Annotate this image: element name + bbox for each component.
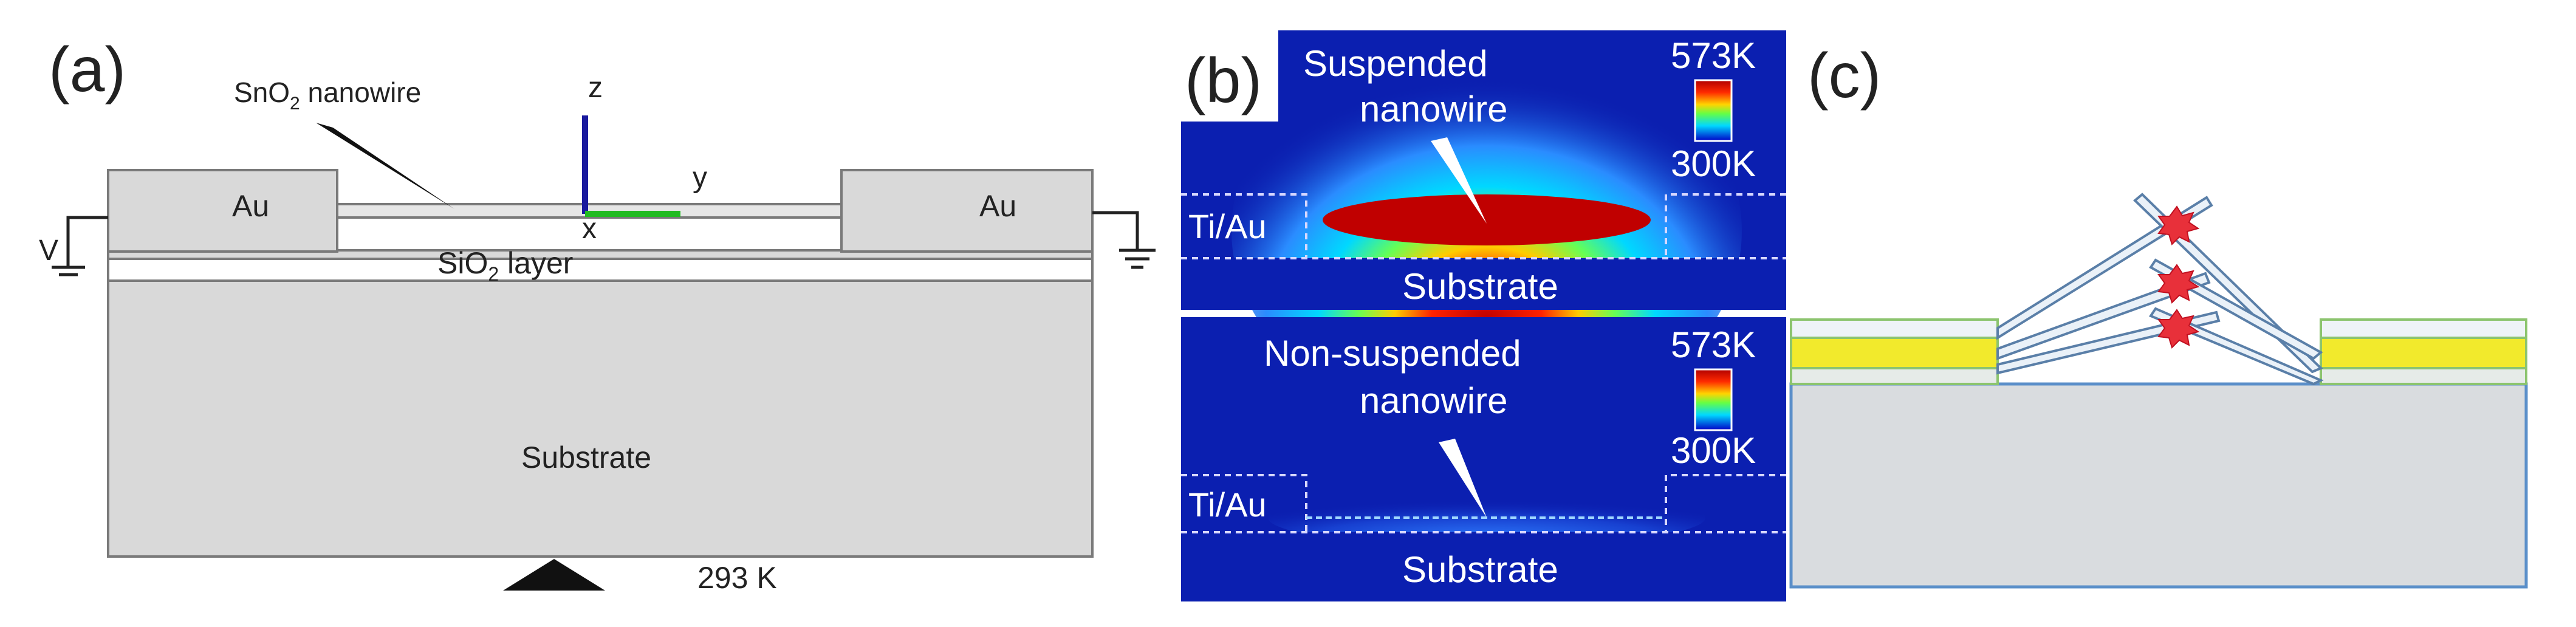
panel-c-substrate xyxy=(1789,382,2528,589)
panel-b-label: (b) xyxy=(1185,46,1262,116)
temperature-label: 293 K xyxy=(697,561,777,595)
nanowire-label: SnO2 nanowire xyxy=(234,77,421,114)
hotspot-3 xyxy=(2157,309,2200,349)
hotspot-1 xyxy=(2157,205,2200,245)
top-colorbar xyxy=(1694,79,1733,142)
panel-b-top-floor xyxy=(1181,258,1786,310)
panel-b-label-bg xyxy=(1181,30,1278,122)
top-electrode-left-outline xyxy=(1181,193,1307,258)
voltage-label: V xyxy=(39,235,58,267)
sio2-label: SiO2 layer xyxy=(437,246,573,285)
sio2-layer-lower xyxy=(107,258,1094,282)
top-scale-max: 573K xyxy=(1671,35,1756,76)
nanowire-pointer xyxy=(316,123,454,209)
bottom-colorbar xyxy=(1694,368,1733,431)
panel-b: (b) Suspended nanowire Ti/Au Substrate 5… xyxy=(1181,30,1786,601)
axis-z-label: z xyxy=(588,72,603,104)
panel-c-electrode-right xyxy=(2320,318,2527,385)
substrate-label: Substrate xyxy=(521,440,651,475)
nanowire-6 xyxy=(2148,307,2324,386)
panel-c-hotspots xyxy=(2157,205,2200,349)
panel-c-electrode-left xyxy=(1790,318,1999,385)
bottom-substrate-label: Substrate xyxy=(1402,549,1558,590)
bottom-electrode-label: Ti/Au xyxy=(1188,485,1267,524)
bottom-scale-min: 300K xyxy=(1671,430,1756,471)
au-left-label: Au xyxy=(232,189,269,223)
hotspot-2 xyxy=(2157,264,2200,304)
top-pointer xyxy=(1431,137,1487,224)
axis-y-label: y xyxy=(693,162,707,194)
au-right-label: Au xyxy=(979,189,1016,223)
top-substrate-label: Substrate xyxy=(1402,266,1558,307)
suspended-heat-core xyxy=(1323,194,1651,245)
heat-source-triangle xyxy=(503,559,605,591)
axis-x-label: x xyxy=(582,213,597,245)
panel-b-bottom-floor xyxy=(1181,532,1786,601)
au-electrode-left xyxy=(107,169,338,253)
au-electrode-right xyxy=(840,169,1094,253)
panel-c-label: (c) xyxy=(1807,41,1881,111)
panel-c-nanowires xyxy=(1996,193,2324,386)
panel-c: (c) xyxy=(1789,41,2528,589)
ground-icon xyxy=(1119,248,1156,269)
top-title-line1: Suspended xyxy=(1303,43,1488,84)
top-electrode-label: Ti/Au xyxy=(1188,207,1267,245)
bottom-electrode-left-outline xyxy=(1181,474,1307,532)
top-title-line2: nanowire xyxy=(1360,89,1508,129)
bottom-title-line1: Non-suspended xyxy=(1264,333,1521,374)
substrate-block xyxy=(107,279,1094,558)
ground-wire xyxy=(1092,211,1139,249)
top-electrode-right-outline xyxy=(1665,193,1786,258)
voltage-wire xyxy=(66,216,108,267)
bottom-title-line2: nanowire xyxy=(1360,380,1508,421)
top-scale-min: 300K xyxy=(1671,143,1756,184)
panel-a-label: (a) xyxy=(49,35,126,105)
nanowire-5 xyxy=(1996,310,2221,375)
bottom-pointer xyxy=(1439,439,1487,518)
bottom-scale-max: 573K xyxy=(1671,324,1756,365)
panel-b-bottom: Non-suspended nanowire Ti/Au Substrate 5… xyxy=(1181,317,1786,601)
nanowire-3 xyxy=(1996,272,2211,360)
nanowire-1 xyxy=(1996,196,2213,340)
panel-a: (a) Substrate SiO2 layer Au Au SnO2 nano… xyxy=(39,35,1156,595)
bottom-electrode-right-outline xyxy=(1665,474,1786,532)
